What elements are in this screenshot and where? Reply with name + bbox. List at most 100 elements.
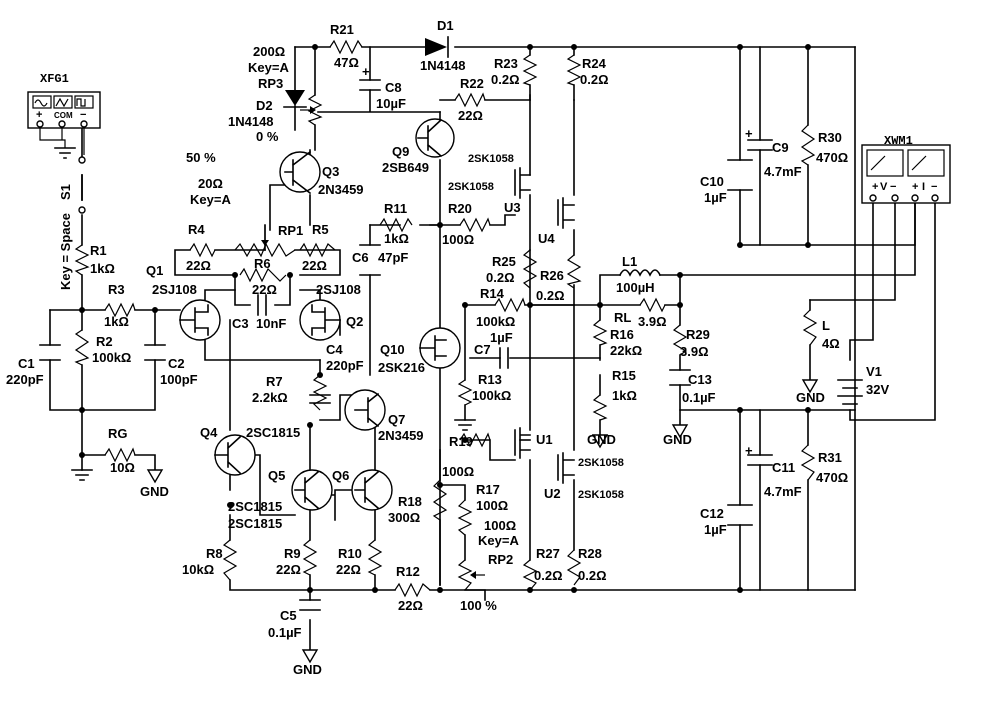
r25-ref: R25 xyxy=(492,254,516,269)
r7-symbol xyxy=(312,374,328,411)
c3-ref: C3 xyxy=(232,316,249,331)
r3-symbol xyxy=(104,302,136,318)
gnd-r15-label: GND xyxy=(587,432,616,447)
c10-val: 1µF xyxy=(704,190,727,205)
r31-symbol xyxy=(800,444,816,481)
rp1-ref: RP1 xyxy=(278,223,303,238)
gnd-c13 xyxy=(671,424,689,439)
q6-ref: Q6 xyxy=(332,468,349,483)
r6-symbol xyxy=(239,267,287,283)
resistors xyxy=(74,39,818,598)
r28-ref: R28 xyxy=(578,546,602,561)
c2-val: 100pF xyxy=(160,372,198,387)
r28-val: 0.2Ω xyxy=(578,568,607,583)
r20-val: 100Ω xyxy=(442,232,474,247)
r3-ref: R3 xyxy=(108,282,125,297)
q2-ref: Q2 xyxy=(346,314,363,329)
u2-val: 2SK1058 xyxy=(578,489,624,501)
gnd-r15 xyxy=(591,434,609,449)
rg-ref: RG xyxy=(108,426,128,441)
r29-ref: R29 xyxy=(686,327,710,342)
r11-ref: R11 xyxy=(384,201,407,216)
l1-val: 100µH xyxy=(616,280,655,295)
d1-ref: D1 xyxy=(437,18,454,33)
xfg1-function-generator[interactable]: + COM − xyxy=(27,91,101,155)
xwm1-wattmeter[interactable]: + V − + I − xyxy=(861,144,951,204)
c5-symbol xyxy=(299,599,321,611)
c8-val: 10µF xyxy=(376,96,406,111)
u1-val: 2SK1058 xyxy=(578,457,624,469)
rp2-ref: RP2 xyxy=(488,552,513,567)
rp1-pct: 50 % xyxy=(186,150,216,165)
q5-ref: Q5 xyxy=(268,468,285,483)
c12-ref: C12 xyxy=(700,506,724,521)
pot-wipers xyxy=(261,106,485,579)
c13-symbol xyxy=(669,369,691,386)
rp3-key: Key=A xyxy=(248,60,289,75)
r9-ref: R9 xyxy=(284,546,301,561)
transistors xyxy=(179,118,575,511)
r30-ref: R30 xyxy=(818,130,842,145)
inductor-source xyxy=(618,269,863,405)
r10-ref: R10 xyxy=(338,546,362,561)
c4-val: 220pF xyxy=(326,358,364,373)
xwm1-v: V xyxy=(880,181,888,193)
r1-ref: R1 xyxy=(90,243,107,258)
c7-ref: C7 xyxy=(474,342,491,357)
r7-ref: R7 xyxy=(266,374,283,389)
load-ref: L xyxy=(822,318,830,333)
xwm1-v-minus: − xyxy=(890,181,896,193)
q9-val: 2SB649 xyxy=(382,160,429,175)
q6-symbol xyxy=(351,469,393,511)
c5-val: 0.1µF xyxy=(268,625,302,640)
u3-ref: U3 xyxy=(504,200,521,215)
c1-ref: C1 xyxy=(18,356,35,371)
r24-val: 0.2Ω xyxy=(580,72,609,87)
r12-symbol xyxy=(394,582,431,598)
r5-ref: R5 xyxy=(312,222,329,237)
r19-ref: R19 xyxy=(449,434,473,449)
xfg1-com: COM xyxy=(54,111,73,120)
r15-val: 1kΩ xyxy=(612,388,637,403)
r5-symbol xyxy=(299,242,336,258)
c9-ref: C9 xyxy=(772,140,789,155)
r29-symbol xyxy=(672,324,688,356)
c13-ref: C13 xyxy=(688,372,712,387)
rp2-val: 100Ω xyxy=(484,518,516,533)
r19-symbol xyxy=(459,432,491,448)
r10-val: 22Ω xyxy=(336,562,361,577)
r1-symbol xyxy=(74,244,90,276)
d1-symbol xyxy=(425,38,447,56)
r18-symbol xyxy=(432,479,448,521)
r1-val: 1kΩ xyxy=(90,261,115,276)
q5-val: 2SC1815 xyxy=(228,499,282,514)
c11-ref: C11 xyxy=(772,460,795,475)
q3-symbol xyxy=(279,151,321,193)
r22-val: 22Ω xyxy=(458,108,483,123)
c10-ref: C10 xyxy=(700,174,724,189)
r4-symbol xyxy=(189,242,216,258)
wires xyxy=(49,46,936,651)
r17-symbol xyxy=(457,499,473,536)
c3-symbol xyxy=(257,294,267,316)
gnd-input xyxy=(71,469,93,481)
r31-ref: R31 xyxy=(818,450,842,465)
c4-ref: C4 xyxy=(326,342,343,357)
r8-ref: R8 xyxy=(206,546,223,561)
svg-text:+: + xyxy=(745,126,753,141)
r12-ref: R12 xyxy=(396,564,420,579)
rg-symbol xyxy=(104,447,136,463)
r6-ref: R6 xyxy=(254,256,271,271)
s1-switch[interactable] xyxy=(78,156,86,214)
r18-ref: R18 xyxy=(398,494,422,509)
rp2-key: Key=A xyxy=(478,533,519,548)
c7-symbol xyxy=(499,347,509,369)
d1-val: 1N4148 xyxy=(420,58,466,73)
r26-symbol xyxy=(566,254,582,289)
r30-val: 470Ω xyxy=(816,150,848,165)
q5-symbol xyxy=(291,469,333,511)
r25-symbol xyxy=(522,249,538,289)
r31-val: 470Ω xyxy=(816,470,848,485)
c1-symbol xyxy=(39,344,61,361)
